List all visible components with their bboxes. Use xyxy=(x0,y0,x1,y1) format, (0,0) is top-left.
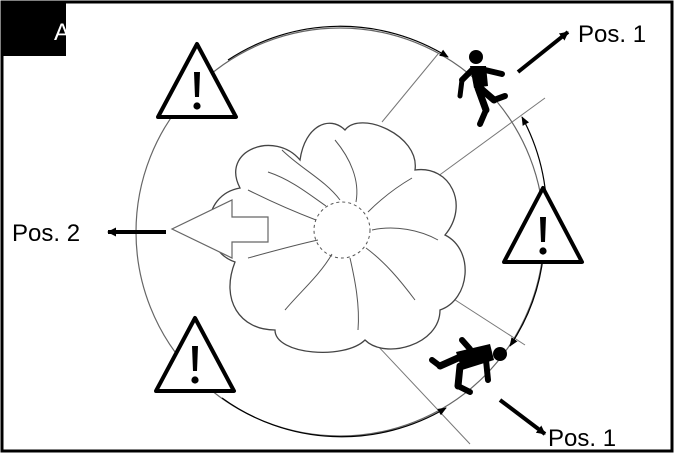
arrow-icon xyxy=(221,397,447,438)
flower-rotor-icon xyxy=(208,122,466,353)
pos1-bottom-label: Pos. 1 xyxy=(548,425,616,452)
escape-arrow-bottom xyxy=(498,398,547,436)
arrow-icon xyxy=(227,25,449,61)
pos1-top-label: Pos. 1 xyxy=(578,21,646,48)
corridor-line xyxy=(429,97,546,183)
corridor-line xyxy=(375,343,471,445)
pos2-label: Pos. 2 xyxy=(12,220,80,247)
warning-triangle-icon xyxy=(156,42,238,119)
running-person-icon xyxy=(429,337,507,395)
panel-tag: A xyxy=(2,2,70,56)
panel-tag-background xyxy=(2,2,66,56)
escape-arrow-top xyxy=(516,30,570,74)
panel-tag-label: A xyxy=(54,19,70,46)
rotor-hub xyxy=(313,201,371,259)
warning-triangle-icon xyxy=(154,316,236,393)
corridor-line xyxy=(381,53,439,123)
warning-triangle-icon xyxy=(502,186,584,264)
hollow-arrow-icon xyxy=(170,199,269,259)
running-person-icon xyxy=(457,50,508,127)
rotor-vanes xyxy=(247,139,439,331)
